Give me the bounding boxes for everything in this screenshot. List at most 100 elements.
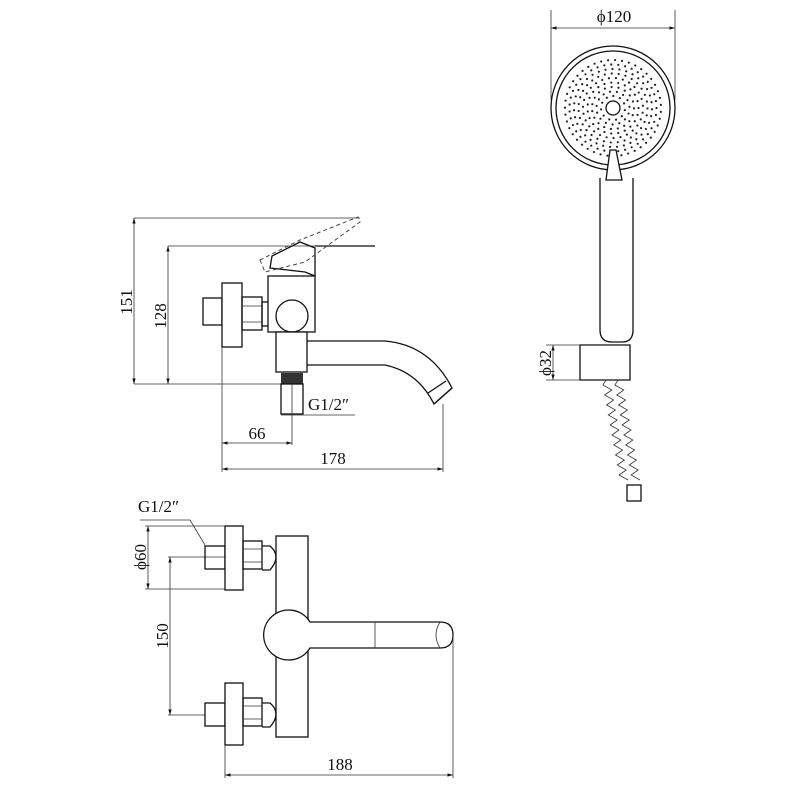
nozzle-dot [618, 68, 621, 71]
nozzle-dot [639, 118, 642, 121]
nozzle-dot [616, 141, 619, 144]
nozzle-dot [644, 141, 648, 144]
nozzle-dot [641, 111, 644, 114]
nozzle-dot [588, 96, 591, 99]
nozzle-dot [633, 85, 636, 89]
nozzle-dot [592, 90, 595, 93]
nozzle-dot [645, 114, 648, 117]
nozzle-dot [658, 117, 661, 120]
nozzle-dot [596, 137, 599, 140]
nozzle-dot [628, 120, 631, 123]
nozzle-dot [642, 75, 645, 78]
nozzle-dot [636, 113, 639, 117]
nozzle-dot [566, 92, 569, 95]
nozzle-dot [623, 89, 626, 92]
nozzle-dot [590, 133, 593, 137]
nozzle-dot [597, 98, 601, 101]
nozzle-dot [613, 58, 617, 62]
nozzle-dot [626, 99, 629, 102]
hand-shower: ϕ120 ϕ32 [536, 7, 676, 502]
front-view: G1/2″ ϕ60 150 188 [131, 497, 454, 778]
nozzle-dot [574, 95, 577, 98]
nozzle-dot [597, 75, 600, 78]
nozzle-dot [624, 65, 627, 68]
nozzle-dot [647, 121, 651, 124]
shower-holder [579, 344, 631, 381]
nozzle-dot [639, 146, 642, 149]
nozzle-dot [630, 146, 633, 149]
dim-side-projection: 178 [320, 449, 346, 468]
nozzle-dot [619, 135, 622, 139]
nozzle-dot [635, 132, 638, 135]
nozzle-dot [636, 71, 639, 74]
nozzle-dot [637, 106, 640, 110]
nozzle-dot [573, 102, 576, 105]
nozzle-dot [622, 144, 625, 147]
nozzle-dot [650, 101, 653, 104]
nozzle-dot [633, 149, 636, 152]
nozzle-dot [637, 77, 640, 80]
nozzle-dot [603, 73, 606, 76]
nozzle-dot [612, 136, 615, 140]
nozzle-dot [593, 116, 596, 119]
nozzle-dot [608, 90, 612, 93]
nozzle-dot [618, 122, 621, 125]
nozzle-dot [596, 147, 599, 150]
side-thread-label: G1/2″ [308, 395, 349, 414]
nozzle-dot [617, 150, 620, 153]
nozzle-dot [636, 124, 639, 127]
nozzle-dot [646, 80, 649, 83]
nozzle-dot [565, 120, 569, 123]
nozzle-dot [571, 89, 575, 93]
nozzle-dot [631, 114, 634, 117]
shower-hose [602, 379, 641, 481]
nozzle-dot [571, 133, 574, 136]
nozzle-dot [642, 138, 645, 141]
nozzle-dot [627, 61, 630, 64]
nozzle-dot [655, 106, 658, 110]
nozzle-dot [593, 130, 596, 133]
nozzle-dot [617, 86, 620, 89]
nozzle-dot [633, 93, 636, 96]
upper-inlet [204, 525, 277, 591]
nozzle-dot [622, 102, 626, 105]
nozzle-dot [645, 100, 648, 103]
nozzle-dot [642, 82, 645, 85]
nozzle-dot [586, 110, 589, 113]
nozzle-dot [577, 102, 580, 106]
nozzle-dot [653, 93, 656, 96]
nozzle-dot [588, 125, 591, 128]
nozzle-dot [620, 154, 623, 157]
nozzle-dot [643, 120, 646, 124]
lower-inlet [204, 682, 277, 746]
nozzle-dot [564, 113, 567, 116]
nozzle-dot [585, 92, 588, 95]
nozzle-dot [579, 96, 582, 99]
nozzle-dot [597, 86, 600, 89]
nozzle-dot [587, 65, 590, 68]
nozzle-dot [649, 136, 652, 139]
nozzle-dot [603, 82, 606, 86]
nozzle-dot [576, 122, 579, 125]
nozzle-dot [579, 128, 582, 132]
nozzle-dot [629, 136, 632, 139]
nozzle-dot [631, 73, 634, 76]
nozzle-dot [627, 112, 630, 115]
nozzle-dot [564, 99, 567, 102]
thread-connection [281, 373, 303, 384]
nozzle-dot [610, 132, 613, 135]
nozzle-dot [654, 113, 658, 117]
nozzle-dot [590, 144, 593, 147]
nozzle-dot [577, 88, 580, 92]
lower-body [275, 331, 308, 373]
nozzle-dot [591, 79, 594, 82]
hose-edge [614, 379, 641, 481]
nozzle-dot [645, 72, 648, 75]
nozzle-dot [591, 103, 594, 106]
nozzle-dot [577, 109, 580, 113]
nozzle-dot [584, 73, 587, 76]
nozzle-dot [589, 86, 592, 89]
nozzle-dot [629, 88, 632, 91]
nozzle-dot [631, 100, 635, 103]
nozzle-dot [653, 120, 656, 123]
